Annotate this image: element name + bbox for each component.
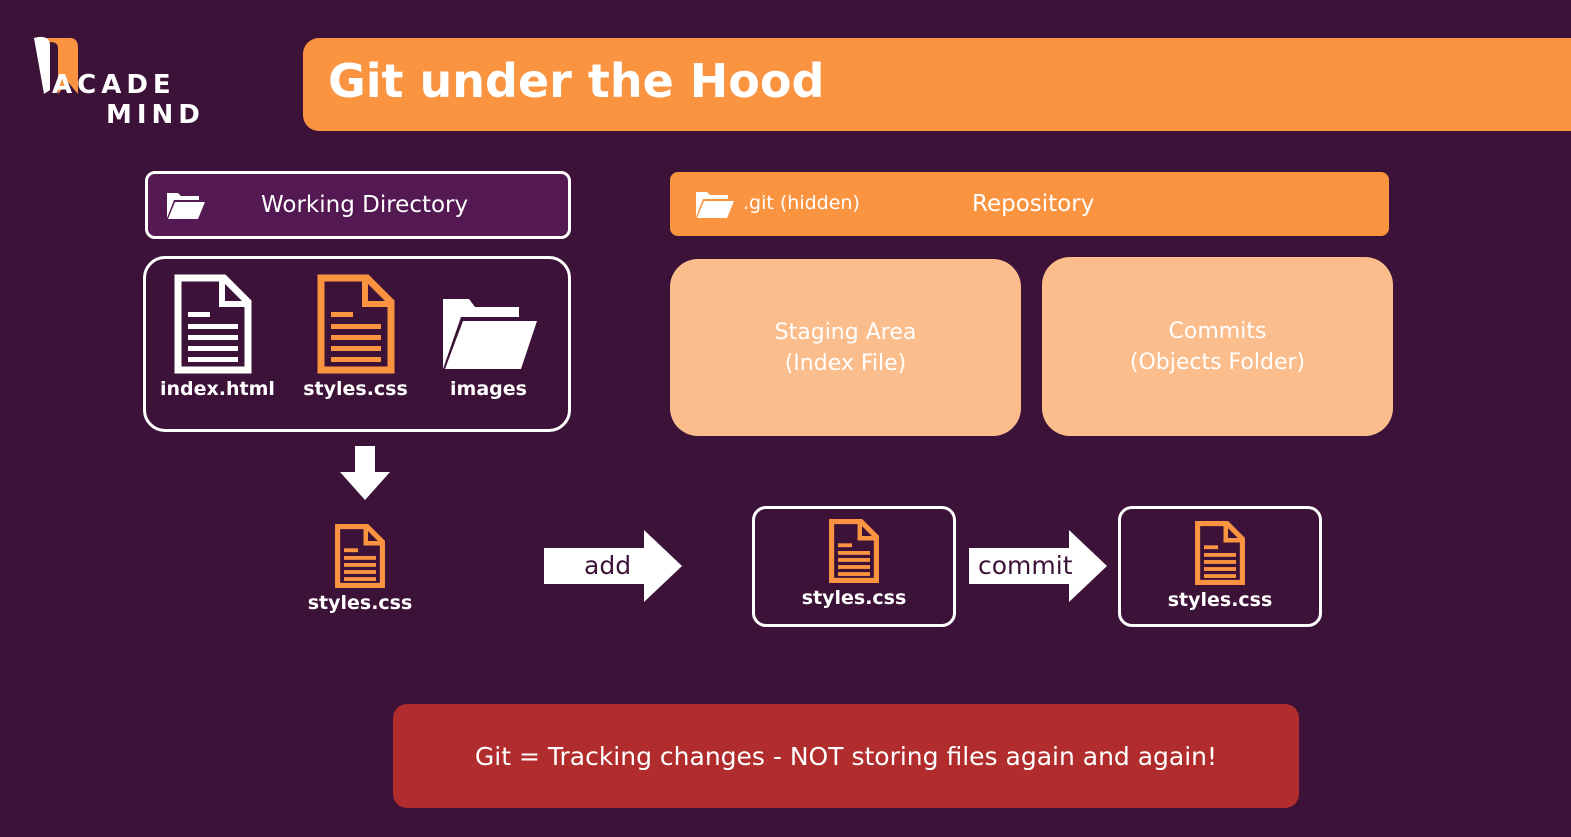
commit-arrow: commit — [969, 530, 1109, 602]
staging-area-subtitle: (Index File) — [784, 350, 907, 376]
committed-file-box: styles.css — [1118, 506, 1322, 627]
file-styles-css: styles.css — [303, 274, 408, 400]
file-label: images — [450, 378, 527, 400]
right-arrow-icon — [969, 530, 1107, 602]
summary-banner: Git = Tracking changes - NOT storing fil… — [393, 704, 1299, 808]
document-icon — [317, 274, 394, 374]
document-icon — [335, 524, 385, 588]
repository-label: Repository — [972, 191, 1095, 217]
document-icon — [174, 274, 251, 374]
add-label: add — [584, 551, 632, 580]
working-directory-label: Working Directory — [261, 192, 469, 218]
add-arrow: add — [544, 530, 684, 602]
git-folder-label: .git (hidden) — [743, 192, 860, 214]
down-arrow-icon — [340, 446, 390, 500]
staging-area-title: Staging Area — [774, 319, 917, 345]
working-directory-header: Working Directory — [145, 171, 571, 239]
folder-icon — [442, 299, 537, 369]
repository-header: .git (hidden) Repository — [670, 172, 1389, 236]
changed-file: styles.css — [305, 524, 415, 614]
page-title: Git under the Hood — [328, 54, 825, 108]
commits-title: Commits — [1168, 318, 1267, 344]
document-icon — [829, 519, 879, 583]
file-label: styles.css — [303, 378, 408, 400]
title-bar: Git under the Hood — [303, 38, 1571, 131]
staging-area-box: Staging Area (Index File) — [670, 259, 1021, 436]
academind-logo: ACADE MIND — [30, 34, 200, 134]
file-label: index.html — [160, 378, 275, 400]
document-icon — [1195, 521, 1245, 585]
folder-icon — [167, 193, 205, 219]
file-label: styles.css — [801, 587, 907, 609]
file-label: styles.css — [307, 592, 413, 614]
file-label: styles.css — [1167, 589, 1273, 611]
logo-bookmark-icon — [34, 36, 78, 94]
logo-line-2: MIND — [106, 100, 205, 130]
folder-icon — [696, 192, 734, 218]
logo-line-1: ACADE — [52, 70, 176, 100]
commits-box: Commits (Objects Folder) — [1042, 257, 1393, 436]
commits-subtitle: (Objects Folder) — [1129, 349, 1306, 375]
file-index-html: index.html — [160, 274, 275, 400]
working-directory-files: index.html styles.css images — [143, 256, 571, 432]
staged-file-box: styles.css — [752, 506, 956, 627]
commit-label: commit — [978, 551, 1073, 580]
right-arrow-icon — [544, 530, 682, 602]
file-images-folder: images — [436, 289, 541, 400]
summary-text: Git = Tracking changes - NOT storing fil… — [474, 741, 1218, 771]
